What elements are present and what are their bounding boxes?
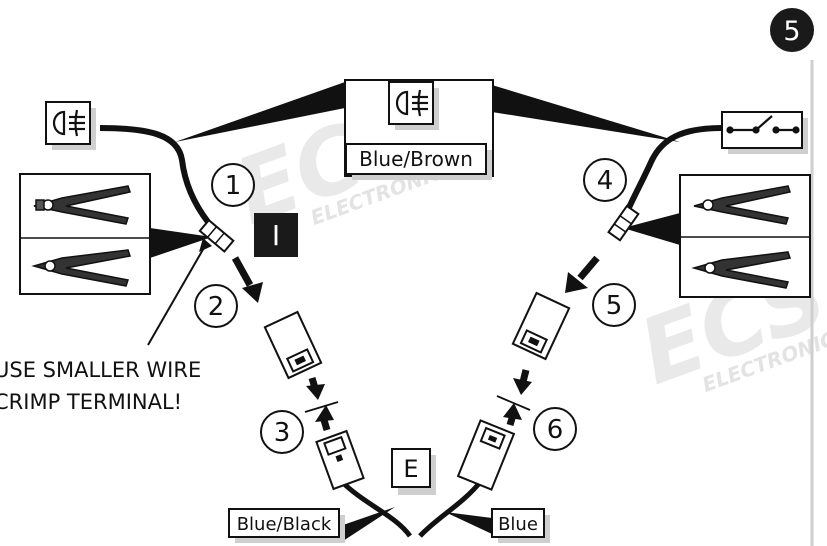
step-3: 3 [260, 410, 304, 454]
step-6: 6 [533, 407, 577, 451]
step-1-label: 1 [225, 171, 242, 201]
marker-e: E [391, 448, 436, 495]
warning-line-2: CRIMP TERMINAL! [0, 390, 182, 414]
callout-wedge-right [492, 85, 680, 142]
fog-lamp-icon [395, 89, 428, 117]
crimping-tool-icon [33, 185, 131, 225]
page-number: 5 [783, 16, 800, 47]
crimp-wedge-left [150, 228, 212, 258]
wire-label-blue-black: Blue/Black [237, 514, 332, 535]
mating-line-right [496, 395, 531, 411]
label-wedge-left [343, 507, 395, 541]
crimping-tool-icon [693, 185, 791, 225]
step-5-label: 5 [606, 291, 623, 321]
crimping-tool-icon [691, 251, 791, 289]
arrow-step-3-down [306, 376, 325, 400]
marker-i: I [254, 213, 298, 257]
wire-blue [418, 478, 484, 538]
connector-housing-3 [315, 429, 365, 491]
wire-label-blue-brown: Blue/Brown [359, 147, 473, 171]
wire-label-box-blue: Blue [491, 508, 550, 543]
crimping-tool-icon [31, 249, 131, 287]
mating-line-left [304, 401, 339, 413]
crimp-wedge-right [623, 213, 680, 245]
arrow-step-5 [565, 255, 600, 293]
marker-i-label: I [272, 219, 280, 252]
arrow-step-2 [231, 256, 263, 303]
arrow-step-6-up [503, 403, 522, 427]
wire-switch [624, 125, 723, 214]
step-2: 2 [194, 284, 238, 328]
switch-icon [726, 115, 800, 134]
marker-e-label: E [403, 455, 418, 483]
switch-box [721, 111, 808, 154]
fog-lamp-icon [52, 109, 85, 137]
wire-label-blue: Blue [498, 514, 538, 535]
warning-line-1: USE SMALLER WIRE [0, 358, 201, 382]
arrow-step-3-up [315, 405, 334, 432]
connector-housing-2 [263, 310, 323, 380]
wire-blue-black [338, 478, 413, 538]
step-5: 5 [592, 283, 636, 327]
step-3-label: 3 [274, 418, 291, 448]
crimping-tool-box-right [679, 174, 811, 298]
connector-housing-6 [456, 419, 516, 491]
fog-lamp-box-left [45, 101, 96, 150]
label-wedge-right [445, 512, 492, 534]
page-badge: 5 [770, 8, 814, 52]
connector-housing-5 [511, 291, 571, 361]
callout-wedge-left [175, 82, 345, 142]
warning-note: USE SMALLER WIRE CRIMP TERMINAL! [0, 238, 212, 414]
step-4-label: 4 [597, 166, 614, 196]
wire-fog-lamp [99, 125, 211, 224]
step-1: 1 [211, 163, 255, 207]
wire-label-box-blue-black: Blue/Black [228, 508, 345, 543]
crimp-terminal-right [607, 204, 640, 242]
wire-color-callout: Blue/Brown [344, 79, 494, 180]
step-6-label: 6 [547, 415, 564, 445]
crimping-tool-box-left [19, 173, 151, 295]
step-2-label: 2 [208, 292, 225, 322]
step-4: 4 [583, 158, 627, 202]
arrow-step-6-down [513, 369, 532, 395]
crimp-terminal-left [198, 218, 235, 253]
